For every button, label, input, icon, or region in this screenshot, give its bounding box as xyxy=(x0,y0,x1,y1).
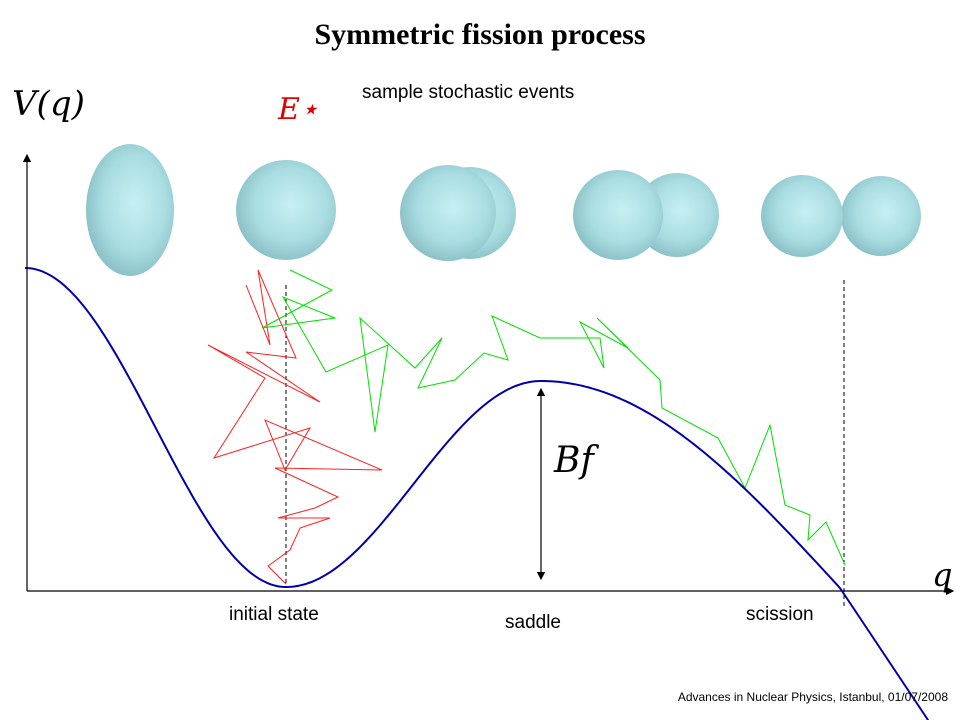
saddle-label: saddle xyxy=(505,612,561,633)
initial-state-label: initial state xyxy=(229,604,319,625)
q-axis-label: q xyxy=(932,556,953,594)
trajectory-red xyxy=(207,269,383,585)
scission-label: scission xyxy=(746,604,814,625)
potential-curve xyxy=(24,267,930,720)
nucleus-shapes xyxy=(86,144,921,276)
v-of-q-label: V(q) xyxy=(12,84,85,124)
nucleus-two-fragments xyxy=(761,175,921,257)
nucleus-sphere xyxy=(236,160,336,260)
e-star-label: E⋆ xyxy=(278,92,319,127)
nucleus-slightly-necked xyxy=(400,165,516,261)
page-title: Symmetric fission process xyxy=(314,18,646,51)
trajectory-green xyxy=(261,269,846,566)
nucleus-necked xyxy=(573,170,719,260)
barrier-height-label: Bf xyxy=(554,440,594,481)
nucleus-deformed-ellipsoid xyxy=(86,144,174,276)
trajectory-caption: sample stochastic events xyxy=(362,82,575,103)
footer-citation: Advances in Nuclear Physics, Istanbul, 0… xyxy=(677,690,948,704)
